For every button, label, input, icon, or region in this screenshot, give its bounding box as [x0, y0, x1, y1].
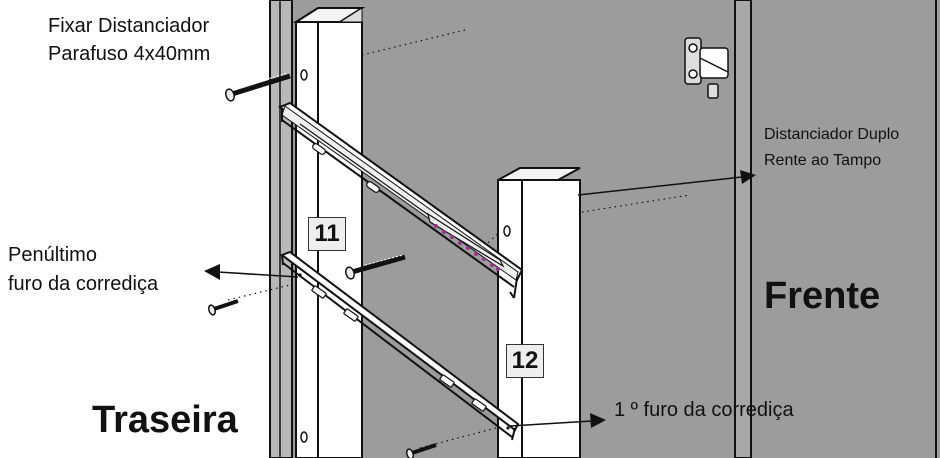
step-badge-11: 11: [308, 217, 346, 251]
screw-top-icon: [225, 72, 291, 102]
label-fixar-distanciador: Fixar Distanciador: [48, 15, 210, 37]
arrow-distanciador: [577, 170, 756, 196]
label-furo-da-corredica: furo da corrediça: [8, 273, 159, 295]
dotted-guides: [227, 29, 691, 449]
screw-bottom-icon: [406, 443, 437, 458]
upper-drawer-slide: [277, 101, 524, 299]
label-parafuso: Parafuso 4x40mm: [48, 43, 211, 65]
screw-left-icon: [208, 299, 239, 316]
label-primeiro-furo: 1 º furo da corrediça: [614, 399, 794, 421]
label-traseira: Traseira: [92, 399, 238, 441]
label-penultimo: Penúltimo: [8, 244, 97, 266]
cabinet-side-panel: [270, 0, 940, 458]
arrow-penultimo: [204, 264, 299, 280]
label-frente: Frente: [764, 275, 881, 317]
screw-middle-icon: [345, 254, 406, 280]
front-spacer-block: [497, 167, 581, 458]
hinge-icon: [684, 37, 729, 99]
front-edge-strip: [734, 0, 752, 458]
arrow-primeiro-furo: [509, 413, 606, 428]
label-rente-ao-tampo: Rente ao Tampo: [764, 152, 882, 169]
lower-drawer-slide: [279, 250, 520, 441]
rear-edge-strip: [269, 0, 293, 458]
label-distanciador-duplo: Distanciador Duplo: [764, 126, 900, 143]
step-badge-12: 12: [506, 344, 544, 378]
